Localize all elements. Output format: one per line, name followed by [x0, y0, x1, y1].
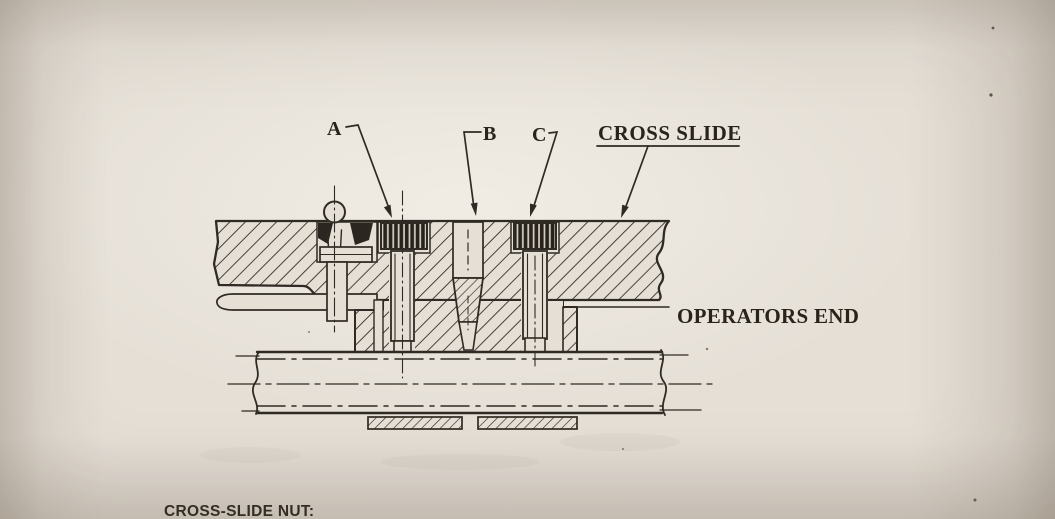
cross-feed-screw — [227, 349, 719, 430]
cross-slide-body — [212, 219, 671, 302]
callout-c-label: C — [532, 124, 546, 146]
arrowhead-c-icon — [530, 203, 537, 217]
callout-leaders — [345, 124, 740, 218]
leader-c — [530, 130, 559, 217]
nut-thread-strip-left — [367, 416, 463, 430]
callout-a-label: A — [327, 118, 342, 140]
dust-specks — [308, 26, 995, 502]
arrowhead-cross-slide-icon — [621, 204, 629, 218]
operators-end-label: OPERATORS END — [677, 304, 859, 328]
gib-screw-a — [377, 190, 431, 379]
gib-screw-c — [510, 221, 560, 369]
diagram-labels: A B C CROSS SLIDE OPERATORS END — [327, 118, 859, 328]
cross-slide-label: CROSS SLIDE — [598, 121, 742, 145]
section-heading: CROSS-SLIDE NUT: — [164, 503, 315, 519]
dome-head-stud — [316, 185, 378, 333]
callout-b-label: B — [483, 123, 496, 145]
nut-thread-strip-right — [477, 416, 578, 430]
arrowhead-b-icon — [470, 202, 478, 216]
taper-pin-b — [451, 221, 485, 351]
saddle-lip — [216, 293, 378, 311]
leader-b — [463, 131, 482, 216]
leader-cross-slide — [596, 145, 740, 218]
leader-a — [345, 124, 392, 218]
arrowhead-a-icon — [383, 204, 392, 218]
